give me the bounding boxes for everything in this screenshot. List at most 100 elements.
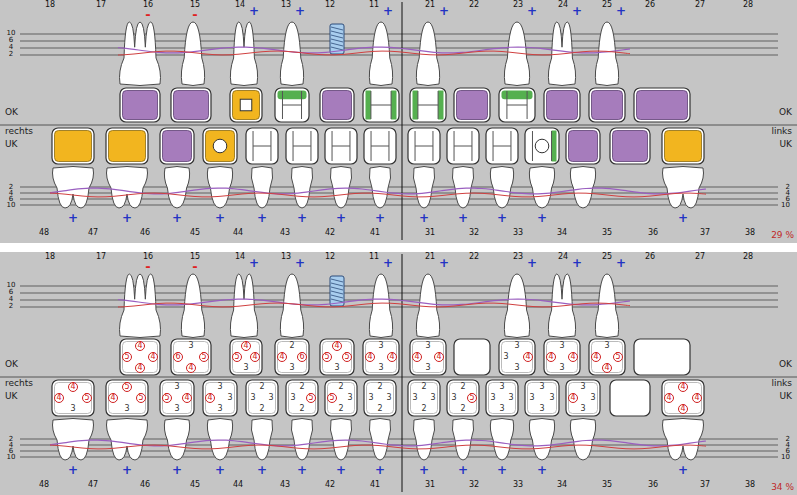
- lower-tooth: [490, 167, 513, 209]
- pocket-depth: 3: [215, 404, 225, 414]
- pocket-depth: 4: [148, 352, 158, 362]
- finding-sign: +: [336, 464, 346, 476]
- box-outline: [230, 88, 262, 122]
- scale-number: 10: [7, 282, 16, 289]
- crown-fill: [163, 131, 192, 162]
- finding-sign: +: [537, 464, 547, 476]
- box-inner-outline: [328, 383, 355, 414]
- box-inner-outline: [163, 383, 192, 414]
- pocket-depth: 2: [419, 404, 429, 414]
- tooth-surface-box: [447, 380, 479, 416]
- box-outline: [525, 380, 559, 416]
- surface-circle: [213, 139, 227, 153]
- surface-square: [240, 99, 252, 111]
- tooth-number: 25: [602, 253, 612, 261]
- tooth-surface-box: [525, 128, 559, 164]
- tooth-surface-box: [610, 380, 650, 416]
- pocket-depth: 4: [277, 352, 287, 362]
- finding-sign: +: [295, 257, 305, 269]
- implant-thread: [331, 35, 343, 38]
- percent-value: 29 %: [771, 231, 794, 240]
- pocket-depth: 5: [342, 352, 352, 362]
- tooth-number: 31: [425, 481, 435, 489]
- lower-tooth: [452, 167, 473, 209]
- tooth-surface-box: [320, 88, 354, 122]
- tooth-number: 28: [743, 1, 753, 9]
- tooth-surface-box: [363, 339, 399, 375]
- box-outline: [364, 380, 396, 416]
- tooth-surface-box: [203, 128, 237, 164]
- implant-symbol: [330, 24, 344, 54]
- pocket-depth: 3: [266, 393, 276, 403]
- tooth-number: 44: [233, 481, 243, 489]
- tooth-number: 48: [39, 481, 49, 489]
- box-outline: [52, 128, 94, 164]
- pocket-depth: 3: [288, 393, 298, 403]
- jaw-label: UK: [5, 392, 18, 401]
- pocket-depth: 5: [136, 393, 146, 403]
- lower-tooth: [207, 167, 232, 209]
- tooth-number: 48: [39, 229, 49, 237]
- implant-thread: [331, 287, 343, 290]
- tooth-surface-box: [410, 339, 446, 375]
- box-outline: [544, 88, 580, 122]
- tooth-surface-box: [610, 128, 650, 164]
- finding-sign: +: [215, 464, 225, 476]
- box-outline: [410, 88, 446, 122]
- pocket-depth: 5: [162, 393, 172, 403]
- pocket-depth: 3: [527, 393, 537, 403]
- pocket-depth: 4: [568, 393, 578, 403]
- pocket-depth: 2: [287, 341, 297, 351]
- pocket-depth: 3: [287, 363, 297, 373]
- jaw-separator: [0, 377, 797, 378]
- finding-sign: +: [68, 464, 78, 476]
- tooth-number: 47: [88, 481, 98, 489]
- tooth-surface-box: [589, 339, 625, 375]
- box-inner-outline: [174, 342, 209, 373]
- box-outline: [447, 380, 479, 416]
- pocket-depth: 3: [506, 393, 516, 403]
- implant-thread: [331, 47, 343, 50]
- scale-number: 6: [9, 37, 13, 44]
- finding-sign: +: [383, 5, 393, 17]
- box-outline: [171, 88, 211, 122]
- pocket-depth: 3: [512, 363, 522, 373]
- box-outline: [410, 339, 446, 375]
- jaw-label: UK: [780, 140, 793, 149]
- pocket-depth: 2: [297, 382, 307, 392]
- pocket-depth: 5: [306, 393, 316, 403]
- tooth-number: 37: [700, 481, 710, 489]
- tooth-number: 41: [370, 481, 380, 489]
- box-outline: [106, 380, 148, 416]
- tooth-surface-box: [408, 128, 440, 164]
- pocket-depth: 5: [82, 393, 92, 403]
- filling-fill: [552, 131, 557, 162]
- pocket-depth: 4: [108, 393, 118, 403]
- finding-sign: +: [527, 5, 537, 17]
- pocket-depth: 2: [458, 382, 468, 392]
- box-inner-outline: [547, 342, 578, 373]
- tooth-number: 32: [469, 481, 479, 489]
- pocket-depth: 3: [588, 393, 598, 403]
- box-inner-outline: [366, 342, 397, 373]
- box-outline: [120, 88, 160, 122]
- box-outline: [408, 380, 440, 416]
- tooth-number: 18: [45, 253, 55, 261]
- surface-line: [507, 105, 527, 106]
- tooth-number: 27: [695, 1, 705, 9]
- lower-tooth: [529, 167, 554, 209]
- tooth-surface-box: [364, 128, 396, 164]
- box-outline: [499, 339, 535, 375]
- box-outline: [52, 380, 94, 416]
- finding-sign: -: [192, 8, 197, 21]
- tooth-surface-box: [230, 88, 262, 122]
- box-outline: [363, 88, 399, 122]
- surface-line: [293, 146, 311, 147]
- tooth-surface-box: [566, 128, 600, 164]
- finding-sign: +: [458, 212, 468, 224]
- finding-sign: +: [249, 5, 259, 17]
- crown-fill: [569, 131, 598, 162]
- box-outline: [610, 380, 650, 416]
- tooth-surface-box: [106, 128, 148, 164]
